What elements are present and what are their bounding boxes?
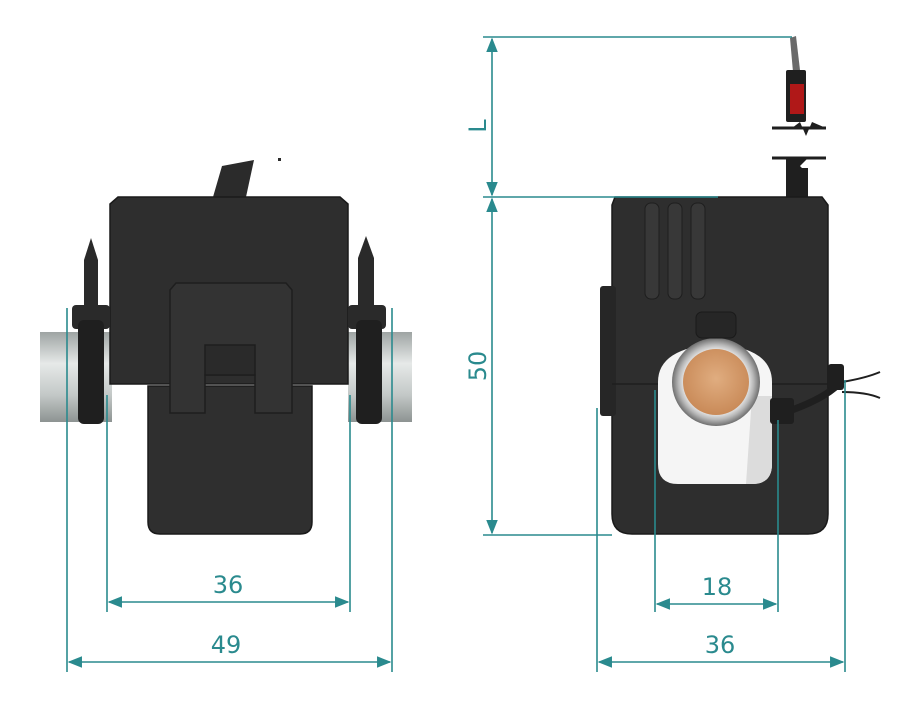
side-dim-50-label: 50 bbox=[464, 351, 492, 382]
side-dim-36-label: 36 bbox=[705, 631, 736, 659]
side-view: L 50 18 36 bbox=[464, 36, 881, 672]
side-dim-18-label: 18 bbox=[702, 573, 733, 601]
side-rib bbox=[644, 202, 660, 300]
side-aperture-shadow bbox=[746, 396, 772, 484]
front-lower-tongue bbox=[147, 385, 313, 535]
front-dim-36-label: 36 bbox=[213, 571, 244, 599]
side-latch-tab bbox=[695, 311, 737, 339]
front-latch-slot bbox=[204, 344, 256, 376]
side-rod-copper bbox=[683, 349, 749, 415]
side-cable-tie bbox=[770, 364, 881, 424]
front-view: 36 49 bbox=[40, 158, 412, 672]
side-lead-wire bbox=[772, 36, 826, 200]
front-cable bbox=[213, 160, 254, 197]
side-left-flange bbox=[600, 286, 616, 416]
front-dim-49-label: 49 bbox=[211, 631, 242, 659]
front-cable-tie-right bbox=[348, 236, 386, 424]
side-dim-L-label: L bbox=[464, 119, 492, 133]
side-rib bbox=[667, 202, 683, 300]
side-rib bbox=[690, 202, 706, 300]
front-cable-speck bbox=[278, 158, 281, 161]
front-cable-tie-left bbox=[72, 238, 110, 424]
